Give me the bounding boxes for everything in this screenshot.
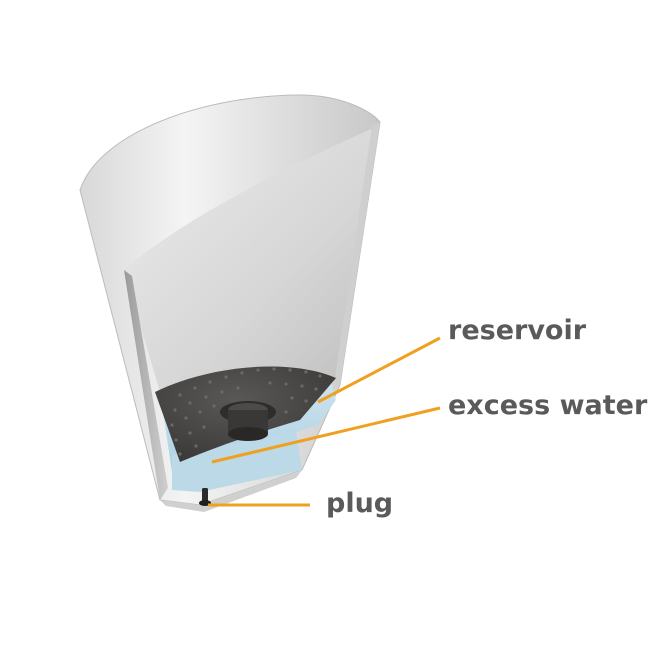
label-excess-water: excess water [448,390,648,421]
leader-line-excess-water [211,406,441,464]
disc-perforations [170,367,322,456]
label-reservoir: reservoir [448,315,587,346]
pot-cut-edge [124,270,168,500]
pot-inner-wall [124,126,378,392]
pot-cut-edge-right [334,122,380,385]
label-plug: plug [326,488,394,519]
leader-line-reservoir [317,336,441,404]
disc-center-hub [220,401,276,441]
